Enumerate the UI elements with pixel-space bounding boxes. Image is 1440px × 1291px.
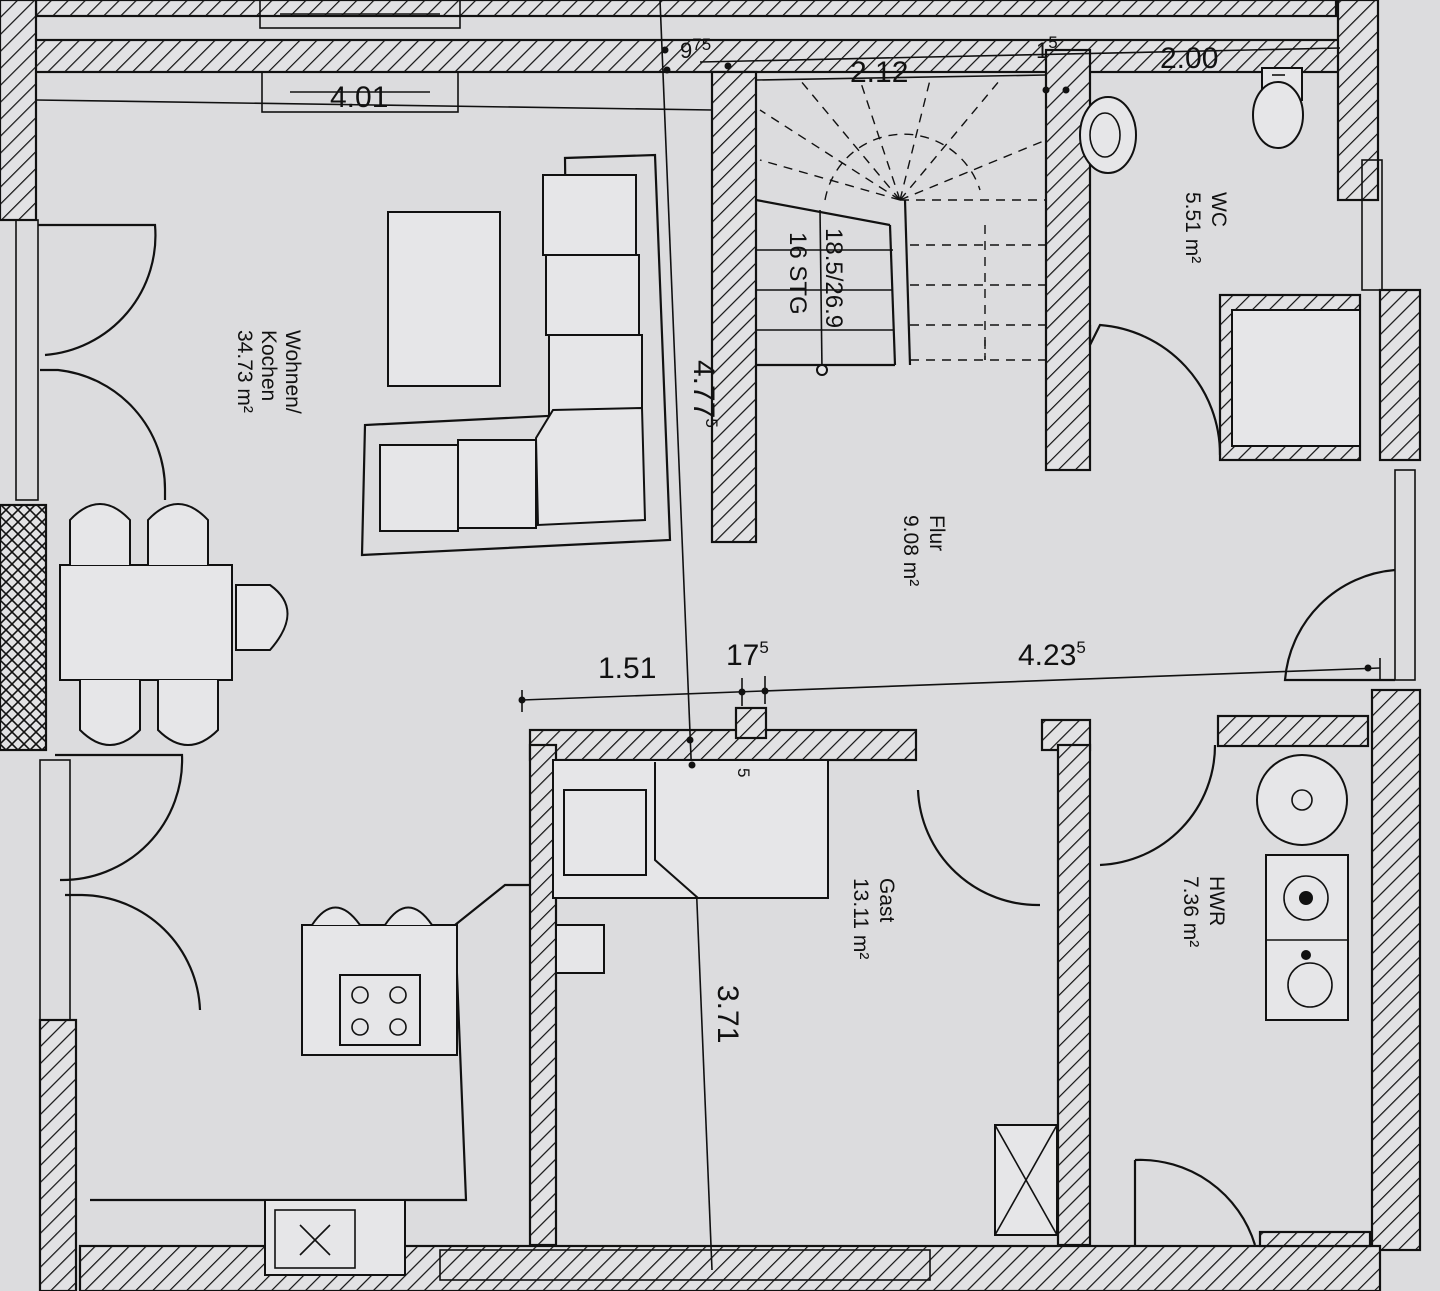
windows bbox=[15, 0, 1416, 1281]
room-gast: Gast 13.11 m² bbox=[849, 878, 898, 959]
dim-small-mid: 5 bbox=[734, 768, 753, 777]
reference-lines bbox=[35, 0, 1047, 1271]
dim-wc-width: 2.00 bbox=[1160, 42, 1218, 75]
dim-flur-height: 4.775 bbox=[687, 360, 721, 428]
room-labels: Wohnen/ Kochen 34.73 m² Flur 9.08 m² WC … bbox=[233, 192, 1230, 959]
dim-stair-width: 2.12 bbox=[850, 56, 908, 89]
room-wc: WC 5.51 m² bbox=[1181, 192, 1230, 263]
gast-furniture bbox=[552, 759, 1041, 974]
dining-table bbox=[59, 503, 289, 746]
stair-steps: 16 STG bbox=[784, 232, 811, 315]
room-flur: Flur 9.08 m² bbox=[899, 515, 948, 586]
staircase: 18.5/26.9 16 STG bbox=[755, 79, 1047, 376]
room-gast-name: Gast bbox=[875, 878, 898, 923]
kitchen bbox=[90, 883, 530, 1276]
living-furniture bbox=[360, 153, 672, 557]
dim-wall-thickness: 175 bbox=[726, 638, 769, 672]
room-wohnen-area: 34.73 m² bbox=[233, 330, 256, 413]
doors-left bbox=[38, 223, 202, 1011]
stair-rise-run: 18.5/26.9 bbox=[820, 228, 847, 328]
dim-horizontal-right: 4.235 bbox=[1018, 638, 1086, 672]
room-flur-name: Flur bbox=[925, 515, 948, 551]
room-flur-area: 9.08 m² bbox=[899, 515, 922, 586]
room-hwr: HWR 7.36 m² bbox=[1179, 876, 1228, 947]
room-hwr-area: 7.36 m² bbox=[1179, 876, 1202, 947]
interior-walls bbox=[528, 48, 1370, 1247]
dim-small-top: 15 bbox=[1036, 33, 1058, 63]
room-wc-name: WC bbox=[1207, 192, 1230, 227]
room-gast-area: 13.11 m² bbox=[849, 878, 872, 959]
room-wohnen-name-2: Kochen bbox=[257, 330, 280, 401]
dim-top-left: 4.01 bbox=[330, 81, 388, 114]
room-wc-area: 5.51 m² bbox=[1181, 192, 1204, 263]
room-wohnen-name-1: Wohnen/ bbox=[281, 330, 304, 414]
wc-fixtures bbox=[1079, 67, 1304, 456]
room-wohnen: Wohnen/ Kochen 34.73 m² bbox=[233, 330, 304, 414]
hwr-fixtures bbox=[994, 744, 1372, 1248]
dim-left-top-small: 975 bbox=[680, 35, 711, 63]
room-hwr-name: HWR bbox=[1205, 876, 1228, 926]
dimension-lines bbox=[518, 46, 1381, 769]
dimension-labels: 4.01 2.12 2.00 15 975 4.775 1.51 175 4.2… bbox=[330, 33, 1218, 1043]
flur-door bbox=[1283, 568, 1396, 682]
dim-horizontal-left: 1.51 bbox=[598, 652, 656, 685]
dim-gast-height: 3.71 bbox=[711, 985, 744, 1043]
